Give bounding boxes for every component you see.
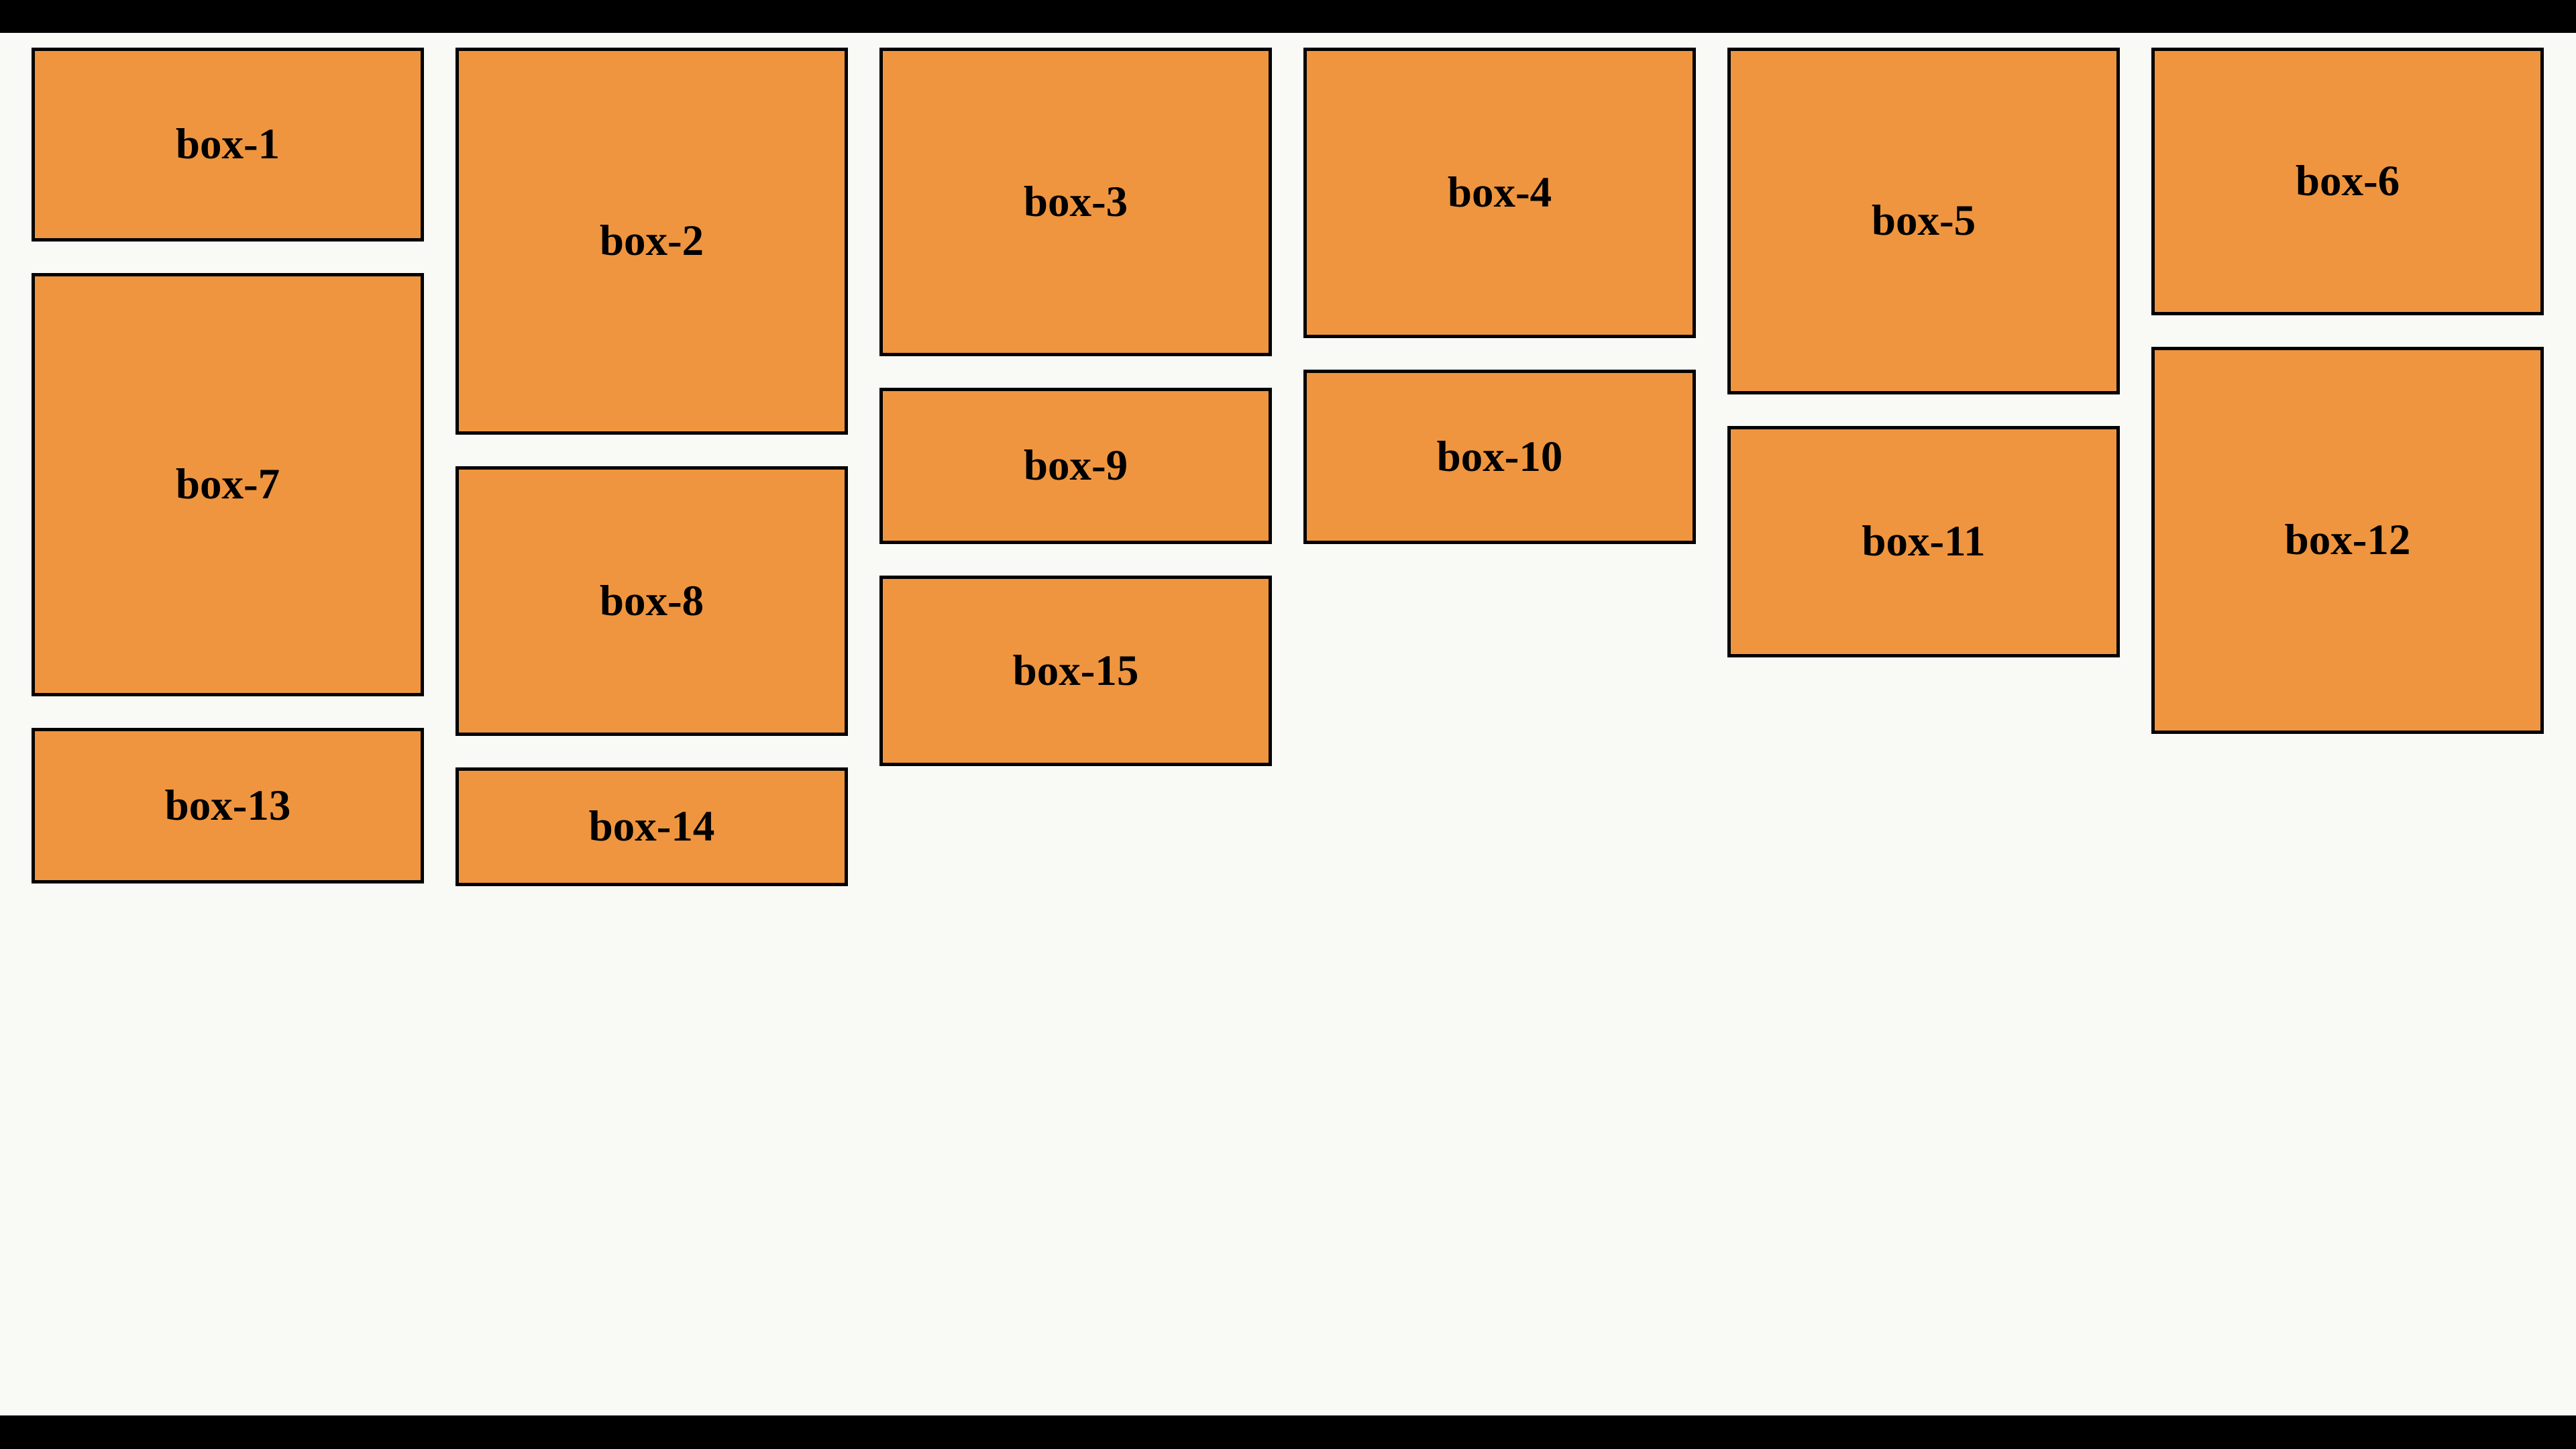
- box-2: box-2: [455, 48, 848, 435]
- box-6: box-6: [2151, 48, 2544, 315]
- box-11: box-11: [1727, 426, 2120, 657]
- bottom-letterbox-bar: [0, 1415, 2576, 1449]
- box-10: box-10: [1303, 370, 1696, 544]
- masonry-column-6: box-6 box-12: [2151, 48, 2544, 734]
- masonry-column-4: box-4 box-10: [1303, 48, 1696, 544]
- box-1: box-1: [32, 48, 424, 241]
- masonry-column-3: box-3 box-9 box-15: [879, 48, 1272, 766]
- masonry-content: box-1 box-7 box-13 box-2 box-8 box-14 bo…: [0, 33, 2576, 1415]
- box-8: box-8: [455, 466, 848, 736]
- box-4: box-4: [1303, 48, 1696, 338]
- masonry-column-1: box-1 box-7 box-13: [32, 48, 424, 883]
- box-9: box-9: [879, 388, 1272, 544]
- box-13: box-13: [32, 728, 424, 883]
- masonry-column-2: box-2 box-8 box-14: [455, 48, 848, 886]
- box-15: box-15: [879, 576, 1272, 766]
- box-14: box-14: [455, 767, 848, 886]
- box-12: box-12: [2151, 347, 2544, 734]
- box-7: box-7: [32, 273, 424, 696]
- box-3: box-3: [879, 48, 1272, 356]
- box-5: box-5: [1727, 48, 2120, 394]
- masonry-column-5: box-5 box-11: [1727, 48, 2120, 657]
- top-letterbox-bar: [0, 0, 2576, 33]
- masonry-columns: box-1 box-7 box-13 box-2 box-8 box-14 bo…: [32, 48, 2544, 886]
